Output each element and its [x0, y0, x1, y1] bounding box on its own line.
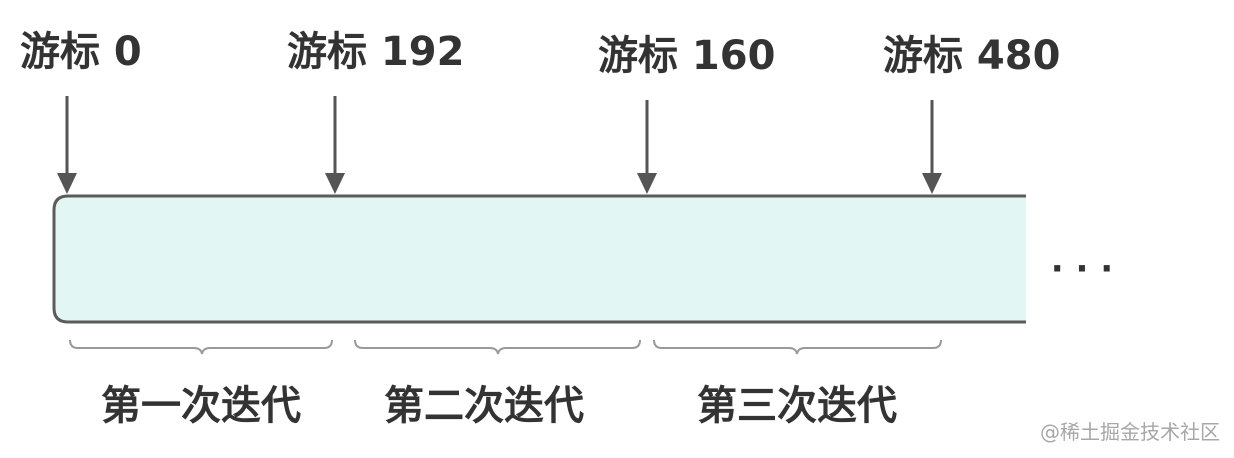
- arrowhead-192: [325, 173, 345, 194]
- brace-iteration-2: [354, 339, 641, 355]
- iteration-label-2: 第二次迭代: [384, 383, 584, 429]
- data-bar: [52, 194, 1026, 324]
- continuation-ellipsis: · · ·: [1051, 249, 1113, 289]
- cursor-label-0: 游标 0: [20, 29, 142, 75]
- arrowhead-0: [57, 173, 77, 194]
- iteration-braces: [69, 339, 942, 355]
- arrowhead-480: [922, 173, 942, 194]
- cursor-label-480: 游标 480: [883, 33, 1061, 79]
- data-bar-fill-open-end: [1000, 197, 1026, 321]
- arrowhead-160: [637, 173, 657, 194]
- cursor-label-192: 游标 192: [287, 29, 465, 75]
- brace-iteration-3: [653, 339, 942, 355]
- iteration-label-1: 第一次迭代: [101, 383, 301, 429]
- cursor-arrows: [65, 96, 934, 182]
- iteration-label-3: 第三次迭代: [697, 383, 897, 429]
- cursor-label-160: 游标 160: [598, 33, 776, 79]
- cursor-arrowheads: [57, 173, 942, 194]
- watermark: @稀土掘金技术社区: [1040, 420, 1220, 444]
- brace-iteration-1: [69, 339, 333, 355]
